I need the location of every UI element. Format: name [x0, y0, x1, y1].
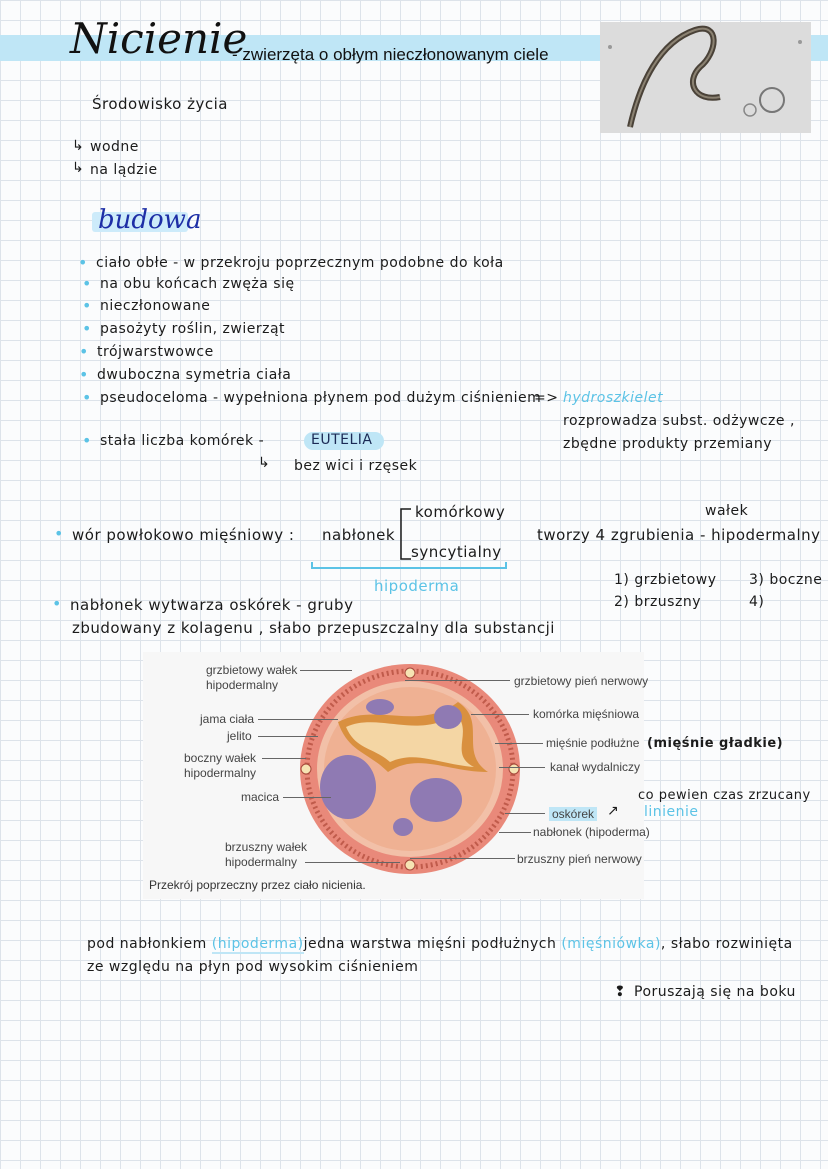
- leader-line: [305, 862, 400, 863]
- walek-item: 3) boczne: [749, 572, 823, 588]
- nablonek-type-syncytial: syncytialny: [411, 543, 502, 561]
- wor-label: wór powłokowo mięśniowy :: [54, 524, 294, 544]
- hydroszkielet-desc-1: rozprowadza subst. odżywcze ,: [563, 413, 795, 429]
- budowa-bullet: pseudoceloma - wypełniona płynem pod duż…: [82, 388, 541, 407]
- figure-label: boczny wałek: [184, 751, 257, 765]
- linienie-note-2: linienie: [644, 804, 699, 820]
- habitat-arrow-icon: ↳: [72, 160, 85, 176]
- figure-label: jelito: [227, 729, 252, 743]
- leader-line: [505, 813, 545, 814]
- hydroszkielet-label: hydroszkielet: [563, 390, 664, 406]
- linienie-note-1: co pewien czas zrzucany: [638, 788, 811, 803]
- bottom-hipoderma: (hipoderma): [211, 936, 304, 954]
- leader-line: [300, 670, 352, 671]
- figure-label: hipodermalny: [206, 678, 279, 692]
- gladkie-note: (mięśnie gładkie): [647, 736, 784, 751]
- figure-label: nabłonek (hipoderma): [533, 825, 650, 839]
- walek-item: 2) brzuszny: [614, 594, 701, 610]
- budowa-bullet: na obu końcach zwęża się: [82, 274, 295, 293]
- habitat-heading: Środowisko życia: [92, 95, 228, 113]
- figure-label: brzuszny wałek: [225, 840, 308, 854]
- budowa-highlight: [92, 212, 188, 232]
- eutelia-arrow-icon: ↳: [258, 455, 271, 471]
- figure-label: grzbietowy wałek: [206, 663, 298, 677]
- habitat-item-land: na lądzie: [90, 162, 158, 178]
- leader-line: [262, 758, 306, 759]
- figure-label: hipodermalny: [184, 766, 257, 780]
- nematode-photo: [600, 22, 811, 133]
- walek-label: wałek: [705, 503, 749, 519]
- leader-line: [405, 680, 510, 681]
- bottom-text: jedna warstwa mięśni podłużnych: [303, 936, 557, 952]
- page-subtitle: - zwierzęta o obłym nieczłonowanym ciele: [232, 45, 549, 64]
- bracket-icon: [400, 508, 411, 560]
- leader-line: [258, 736, 318, 737]
- habitat-arrow-icon: ↳: [72, 138, 85, 154]
- figure-label: hipodermalny: [225, 855, 298, 869]
- bottom-note: Poruszają się na boku: [634, 984, 796, 1000]
- hipoderma-brace: [311, 562, 507, 569]
- leader-line: [499, 767, 545, 768]
- leader-line: [499, 832, 531, 833]
- oskorek-line-1: nabłonek wytwarza oskórek - gruby: [52, 594, 353, 614]
- figure-label: brzuszny pień nerwowy: [517, 852, 642, 866]
- bottom-line-1: pod nabłonkiem (hipoderma)jedna warstwa …: [87, 936, 793, 954]
- bottom-line-2: ze względu na płyn pod wysokim ciśnienie…: [87, 959, 419, 975]
- nablonek-label: nabłonek: [322, 526, 396, 544]
- leader-line: [283, 797, 331, 798]
- bottom-miesniowka: (mięśniówka): [561, 936, 661, 952]
- leader-line: [258, 719, 338, 720]
- bottom-text: , słabo rozwinięta: [660, 936, 793, 952]
- bottom-note-icon: ❢: [614, 984, 627, 1000]
- figure-label: kanał wydalniczy: [550, 760, 641, 774]
- leader-line: [495, 743, 543, 744]
- budowa-heading: budowa: [98, 205, 202, 235]
- budowa-bullet: dwubocznа symetria ciała: [79, 365, 291, 384]
- bottom-text: pod nabłonkiem: [87, 936, 207, 952]
- nablonek-type-cellular: komórkowy: [415, 503, 506, 521]
- budowa-bullet: ciało obłe - w przekroju poprzecznym pod…: [78, 253, 504, 272]
- leader-line: [471, 714, 529, 715]
- figure-caption: Przekrój poprzeczny przez ciało nicienia…: [149, 878, 366, 892]
- tworzy-text: tworzy 4 zgrubienia - hipodermalny: [537, 526, 821, 544]
- eutelia-highlight: [304, 432, 384, 450]
- budowa-bullet: nieczłonowane: [82, 296, 210, 315]
- hydroszkielet-desc-2: zbędne produkty przemiany: [563, 436, 773, 452]
- walek-item: 1) grzbietowy: [614, 572, 717, 588]
- hipoderma-label: hipoderma: [374, 577, 460, 595]
- implies-arrow: =>: [534, 390, 559, 406]
- figure-label: mięśnie podłużne: [546, 736, 640, 750]
- figure-label: komórka mięśniowa: [533, 707, 640, 721]
- cross-section-figure: grzbietowy wałek hipodermalny jama ciała…: [143, 652, 650, 899]
- eutelia-note: bez wici i rzęsek: [294, 458, 418, 474]
- walek-item: 4): [749, 594, 765, 610]
- figure-label: macica: [241, 790, 280, 804]
- figure-label: grzbietowy pień nerwowy: [514, 674, 649, 688]
- budowa-bullet: trójwarstwowce: [79, 342, 214, 361]
- linienie-arrow-icon: ↗: [607, 803, 620, 819]
- figure-label-oskorek: oskórek: [549, 807, 598, 821]
- budowa-bullet: stała liczba komórek -: [82, 431, 264, 450]
- budowa-bullet: pasożyty roślin, zwierząt: [82, 319, 285, 338]
- leader-line: [410, 858, 515, 859]
- figure-label: jama ciała: [200, 712, 255, 726]
- oskorek-line-2: zbudowany z kolagenu , słabo przepuszcza…: [72, 619, 555, 637]
- cross-section-drawing: [300, 664, 520, 874]
- habitat-item-water: wodne: [90, 139, 139, 155]
- page-title: Nicienie: [70, 14, 248, 63]
- eutelia-term: EUTELIA: [311, 432, 373, 448]
